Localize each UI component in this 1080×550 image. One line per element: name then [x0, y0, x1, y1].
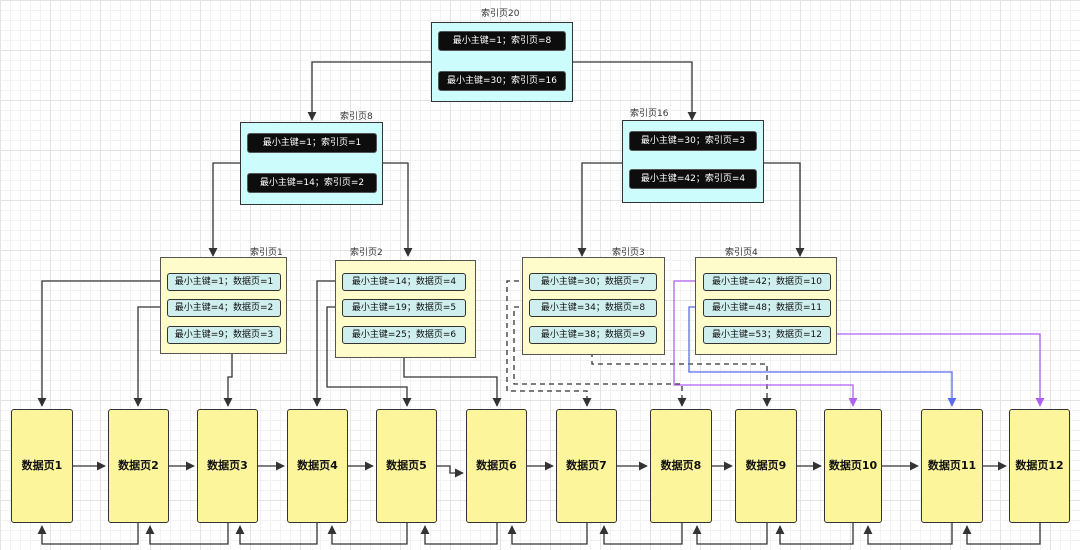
root-index-box: 最小主键=1；索引页=8 最小主键=30；索引页=16	[431, 22, 573, 102]
data-page-11-label: 数据页11	[927, 459, 977, 472]
data-page-6-label: 数据页6	[476, 459, 517, 472]
edge-leaf1-to-page3	[223, 343, 233, 407]
mid8-caption: 索引页8	[340, 112, 373, 122]
data-page-7: 数据页7	[556, 409, 617, 523]
leaf-index-4-box: 最小主键=42；数据页=10 最小主键=48；数据页=11 最小主键=53；数据…	[695, 257, 837, 355]
link-prev-6-5	[420, 523, 498, 545]
mid-index-16-box: 最小主键=30；索引页=3 最小主键=42；索引页=4	[622, 120, 764, 203]
data-page-8: 数据页8	[650, 409, 712, 523]
edge-leaf3-to-page7	[506, 280, 592, 407]
leaf3-caption: 索引页3	[612, 248, 645, 258]
edge-root-to-mid8	[307, 61, 438, 121]
link-prev-7-6	[507, 523, 588, 545]
link-prev-9-8	[692, 523, 768, 545]
data-page-2: 数据页2	[108, 409, 169, 523]
data-page-9-label: 数据页9	[745, 459, 787, 472]
leaf4-caption: 索引页4	[725, 248, 758, 258]
data-page-1-label: 数据页1	[21, 459, 63, 472]
data-page-11: 数据页11	[921, 409, 983, 523]
edge-leaf2-to-page5	[326, 306, 412, 407]
leaf2-entry-1: 最小主键=14；数据页=4	[342, 273, 466, 291]
leaf1-entry-1: 最小主键=1；数据页=1	[167, 273, 281, 291]
leaf2-entry-2: 最小主键=19；数据页=5	[342, 299, 466, 317]
data-page-5: 数据页5	[376, 409, 437, 523]
leaf1-caption: 索引页1	[250, 248, 283, 258]
edge-leaf3-to-page8	[513, 306, 687, 407]
link-prev-4-3	[235, 523, 318, 545]
root-entry-2: 最小主键=30；索引页=16	[438, 71, 566, 91]
data-page-3-label: 数据页3	[207, 459, 248, 472]
leaf-index-3-box: 最小主键=30；数据页=7 最小主键=34；数据页=8 最小主键=38；数据页=…	[522, 257, 665, 355]
mid8-entry-2: 最小主键=14；索引页=2	[247, 173, 377, 193]
leaf2-entry-3: 最小主键=25；数据页=6	[342, 326, 466, 344]
edge-mid16-to-leaf3	[577, 162, 622, 257]
data-page-4: 数据页4	[287, 409, 348, 523]
data-page-6: 数据页6	[466, 409, 527, 523]
leaf-index-1-box: 最小主键=1；数据页=1 最小主键=4；数据页=2 最小主键=9；数据页=3	[160, 257, 287, 354]
leaf1-entry-2: 最小主键=4；数据页=2	[167, 299, 281, 317]
data-page-8-label: 数据页8	[660, 459, 702, 472]
data-page-12-label: 数据页12	[1015, 459, 1064, 472]
leaf1-entry-3: 最小主键=9；数据页=3	[167, 326, 281, 344]
link-prev-8-7	[599, 523, 683, 545]
leaf4-entry-3: 最小主键=53；数据页=12	[703, 326, 831, 344]
leaf3-entry-2: 最小主键=34；数据页=8	[529, 299, 657, 317]
edge-root-to-mid16	[572, 61, 697, 121]
link-prev-2-1	[37, 523, 139, 545]
data-page-9: 数据页9	[735, 409, 797, 523]
mid16-entry-2: 最小主键=42；索引页=4	[629, 169, 757, 189]
leaf4-entry-2: 最小主键=48；数据页=11	[703, 299, 831, 317]
mid16-entry-1: 最小主键=30；索引页=3	[629, 131, 757, 151]
link-prev-5-4	[327, 523, 408, 545]
link-prev-12-11	[962, 523, 1041, 545]
data-page-3: 数据页3	[197, 409, 258, 523]
data-page-4-label: 数据页4	[297, 459, 338, 472]
data-page-7-label: 数据页7	[566, 459, 607, 472]
edge-leaf1-to-page2	[133, 306, 166, 407]
leaf3-entry-3: 最小主键=38；数据页=9	[529, 326, 657, 344]
root-entry-1: 最小主键=1；索引页=8	[438, 31, 566, 51]
root-caption: 索引页20	[481, 9, 520, 19]
link-prev-11-10	[863, 523, 953, 545]
edge-leaf2-to-page4	[312, 280, 341, 407]
mid16-caption: 索引页16	[630, 109, 669, 119]
mid-index-8-box: 最小主键=1；索引页=1 最小主键=14；索引页=2	[240, 122, 383, 205]
edge-leaf1-to-page1	[37, 280, 166, 407]
link-prev-3-2	[145, 523, 229, 545]
data-page-10: 数据页10	[824, 409, 882, 523]
leaf4-entry-1: 最小主键=42；数据页=10	[703, 273, 831, 291]
data-page-1: 数据页1	[11, 409, 73, 523]
data-page-5-label: 数据页5	[386, 459, 427, 472]
link-next-5-6	[437, 465, 464, 478]
edge-mid16-to-leaf4	[762, 162, 805, 257]
mid8-entry-1: 最小主键=1；索引页=1	[247, 133, 377, 153]
leaf3-entry-1: 最小主键=30；数据页=7	[529, 273, 657, 291]
edge-mid8-to-leaf1	[208, 162, 242, 257]
edge-mid8-to-leaf2	[382, 162, 413, 257]
edge-leaf2-to-page6	[403, 343, 502, 407]
edge-leaf4-to-page10	[673, 280, 858, 407]
data-page-2-label: 数据页2	[118, 459, 159, 472]
leaf-index-2-box: 最小主键=14；数据页=4 最小主键=19；数据页=5 最小主键=25；数据页=…	[335, 260, 476, 358]
leaf2-caption: 索引页2	[350, 248, 383, 258]
data-page-10-label: 数据页10	[828, 459, 878, 472]
link-prev-10-9	[775, 523, 854, 545]
data-page-12: 数据页12	[1009, 409, 1070, 523]
edge-leaf4-to-page11	[688, 306, 957, 407]
edge-leaf4-to-page12	[830, 333, 1045, 407]
